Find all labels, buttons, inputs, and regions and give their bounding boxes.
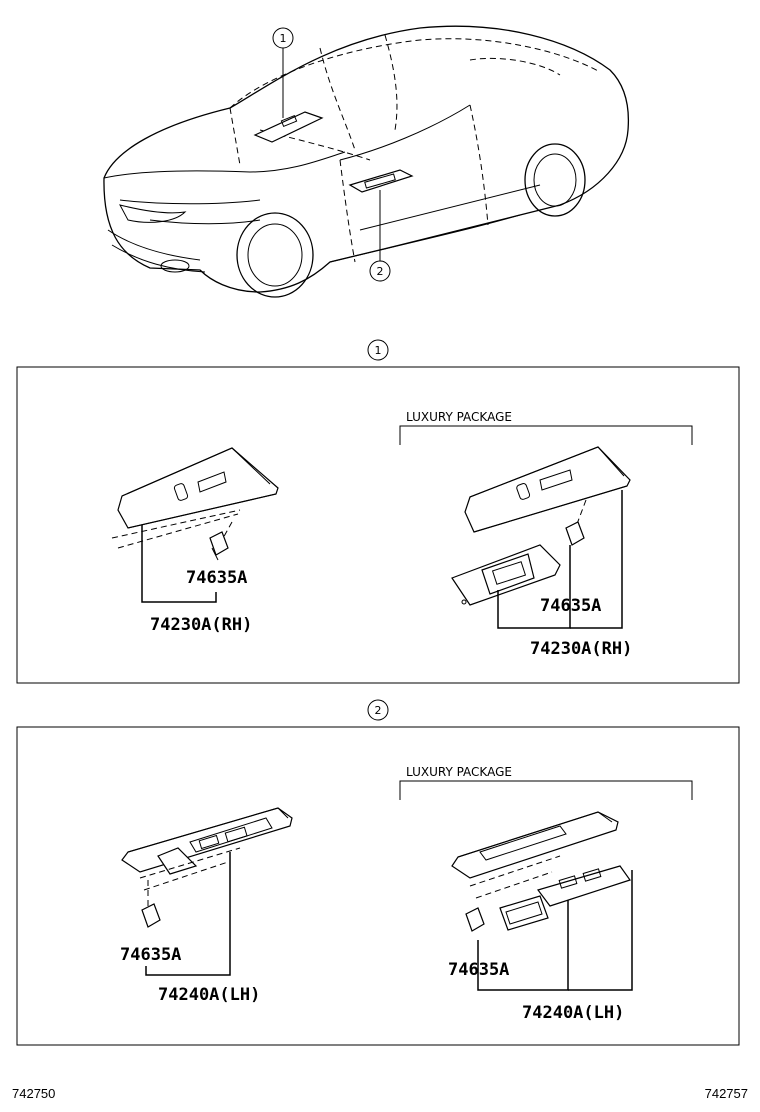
switch-base-rh-standard xyxy=(117,447,279,529)
panel-1-number: 1 xyxy=(375,344,382,357)
panel-1-marker xyxy=(367,339,389,361)
clip-label-panel1-left: 74635A xyxy=(186,568,247,588)
panel-2-frame xyxy=(16,726,740,1046)
luxury-label-panel1: LUXURY PACKAGE xyxy=(406,410,512,424)
clip-74635a-panel2-left xyxy=(141,903,161,928)
assembly-label-panel1-left: 74230A(RH) xyxy=(150,615,252,635)
luxury-label-panel2: LUXURY PACKAGE xyxy=(406,765,512,779)
clip-label-panel1-right: 74635A xyxy=(540,596,601,616)
switch-module-rh-luxury xyxy=(451,544,561,606)
switch-base-lh-luxury xyxy=(451,811,619,879)
switch-module-lh-luxury xyxy=(499,865,631,931)
clip-label-panel2-left: 74635A xyxy=(120,945,181,965)
callout-2-text: 2 xyxy=(377,265,384,278)
assembly-label-panel2-right: 74240A(LH) xyxy=(522,1003,624,1023)
footer-ref-right: 742757 xyxy=(705,1086,748,1101)
panel-2-marker xyxy=(367,699,389,721)
clip-74635a-panel1-left xyxy=(209,531,229,561)
car-overview xyxy=(103,25,630,298)
clip-74635a-panel1-right xyxy=(565,521,585,546)
luxury-bracket-panel1 xyxy=(399,425,693,445)
switch-base-lh-standard xyxy=(121,807,293,875)
switch-base-rh-luxury xyxy=(464,446,631,533)
assembly-label-panel1-right: 74230A(RH) xyxy=(530,639,632,659)
footer-ref-left: 742750 xyxy=(12,1086,55,1101)
clip-label-panel2-right: 74635A xyxy=(448,960,509,980)
clip-74635a-panel2-right xyxy=(465,907,485,932)
panel-1-frame xyxy=(16,366,740,684)
callout-1-marker xyxy=(272,27,294,49)
luxury-bracket-panel2 xyxy=(399,780,693,800)
assembly-label-panel2-left: 74240A(LH) xyxy=(158,985,260,1005)
panel-2-number: 2 xyxy=(375,704,382,717)
callout-2-marker xyxy=(369,260,391,282)
callout-1-text: 1 xyxy=(280,32,287,45)
